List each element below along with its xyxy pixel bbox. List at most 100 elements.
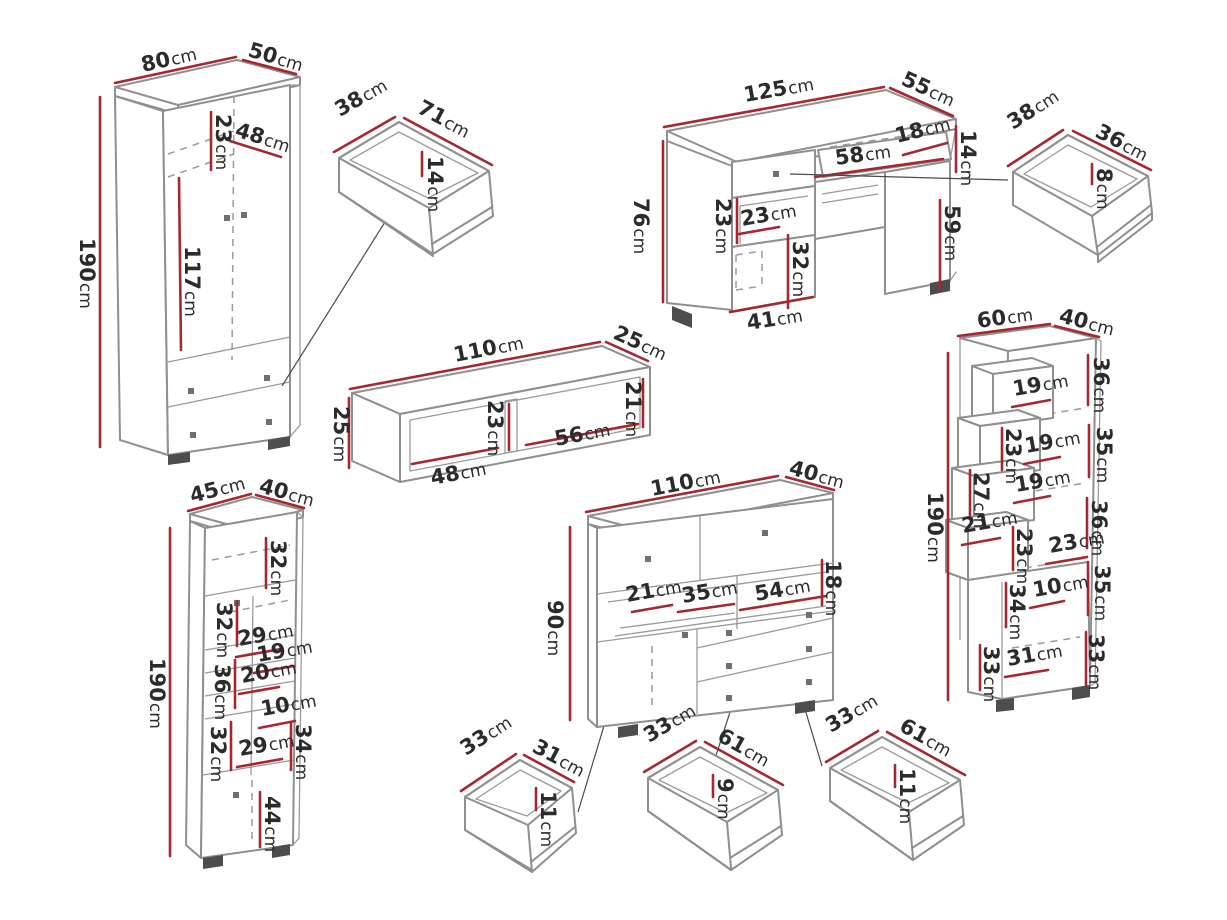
callout-line-wardrobe-drawer xyxy=(281,221,386,387)
shelf-opening xyxy=(409,376,641,472)
drawer-wide-shallow-drawing: 33cm 61cm 9cm xyxy=(639,701,785,871)
dim-label-bookcase-i8: 34cm xyxy=(1005,584,1029,640)
dim-label-drawerB-height: 9cm xyxy=(713,778,737,820)
dim-line-ddrawer-width xyxy=(1071,129,1153,172)
drawer-body xyxy=(338,121,494,255)
dresser-handle xyxy=(726,630,732,636)
cabinet-foot xyxy=(272,844,290,858)
dim-label-cabinet-i2: 29cm xyxy=(236,618,295,651)
dim-label-bookcase-i9: 10cm xyxy=(1031,569,1090,602)
wardrobe-foot xyxy=(168,452,190,465)
dim-line-cabinet-width xyxy=(186,492,253,513)
desk-niche xyxy=(817,131,952,178)
wardrobe-drawer-handle xyxy=(188,388,194,394)
wardrobe-drawer-rows xyxy=(167,336,291,408)
dim-line-bookcase-i4 xyxy=(1012,494,1052,505)
wardrobe-interior-shelf xyxy=(167,130,235,178)
dresser-left-side xyxy=(587,523,598,728)
dim-label-wdrawer-height: 14cm xyxy=(423,156,447,212)
desk-foot xyxy=(672,306,692,328)
dim-label-shelf-rwidth: 56cm xyxy=(552,417,612,451)
dim-line-dresser-shelfw xyxy=(676,602,736,614)
dim-label-shelf-rheight: 21cm xyxy=(621,381,645,437)
desk-apron xyxy=(814,171,886,240)
dresser-handle xyxy=(806,612,812,618)
dresser-handle xyxy=(806,679,812,685)
dim-label-desk-doorh: 32cm xyxy=(788,241,812,297)
dim-line-cabinet-i4 xyxy=(237,685,281,696)
dim-line-drawerB-width xyxy=(703,740,785,787)
drawer-rim xyxy=(338,121,490,209)
desk-cubby-interior xyxy=(739,195,809,244)
dim-line-desk-base xyxy=(728,295,815,314)
shelf-left-end xyxy=(351,392,401,483)
dim-label-desk-leg: 59cm xyxy=(940,205,964,261)
cabinet-handle xyxy=(233,792,239,798)
drawer-front-slab xyxy=(464,824,576,873)
wardrobe-door-handle xyxy=(224,215,230,221)
dim-label-bookcase-r4: 33cm xyxy=(1084,634,1108,690)
dim-label-bookcase-r0: 36cm xyxy=(1089,357,1113,413)
dim-label-desk-nicheh: 14cm xyxy=(956,130,980,186)
dim-label-bookcase-i11: 31cm xyxy=(1005,638,1064,671)
wardrobe-drawer-handle xyxy=(190,432,196,438)
bookcase-foot xyxy=(996,698,1014,712)
dim-label-bookcase-i3: 27cm xyxy=(969,472,993,528)
dim-label-bookcase-i10: 33cm xyxy=(979,646,1003,702)
dim-line-cabinet-i2 xyxy=(234,647,283,659)
dim-label-shelf-divider: 23cm xyxy=(483,400,507,456)
dim-label-bookcase-i2: 19cm xyxy=(1023,425,1082,458)
dresser-handle xyxy=(762,530,768,536)
dim-label-desk-cubbyw: 23cm xyxy=(739,198,798,231)
dim-label-bookcase-i0: 19cm xyxy=(1011,368,1070,401)
dim-label-wardrobe-door: 117cm xyxy=(180,246,204,317)
cabinet-top-interior xyxy=(211,544,291,561)
dim-line-cabinet-i6 xyxy=(257,719,297,730)
dim-line-desk-depth xyxy=(888,86,955,118)
dresser-top-row xyxy=(596,515,834,595)
drawer-front-slab xyxy=(1091,204,1153,263)
cabinet-right-edge xyxy=(292,511,304,846)
dim-label-cabinet-i0: 32cm xyxy=(266,540,290,596)
dim-line-bookcase-width xyxy=(956,322,1052,338)
wardrobe-door-handle xyxy=(241,212,247,218)
wardrobe-foot xyxy=(268,436,290,450)
dim-line-cabinet-i9 xyxy=(235,757,284,769)
dim-line-desk-niched xyxy=(901,141,949,157)
dim-line-drawerC-depth xyxy=(824,729,880,764)
dim-line-dresser-nicheh xyxy=(630,603,674,614)
drawer-rim xyxy=(464,759,573,826)
bookcase-foot xyxy=(1072,685,1090,700)
dresser-niche-bottom xyxy=(596,610,834,643)
drawer-rim xyxy=(1012,134,1149,217)
dim-label-desk-nichew: 58cm xyxy=(833,138,892,170)
bookcase-bottom-dash xyxy=(1011,636,1081,649)
dim-line-cabinet-i3 xyxy=(252,664,296,675)
drawer-front-slab xyxy=(829,800,964,861)
dim-line-desk-width xyxy=(662,85,886,129)
desk-apron-slot xyxy=(821,184,879,204)
dim-label-bookcase-width: 60cm xyxy=(975,301,1034,333)
dim-label-cabinet-i10: 44cm xyxy=(260,796,284,852)
dim-line-drawerA-depth xyxy=(459,752,518,793)
dim-line-desk-nichew xyxy=(813,157,945,179)
dim-label-wardrobe-height: 190cm xyxy=(75,238,99,309)
dim-line-wardrobe-door xyxy=(177,176,183,352)
dim-label-cabinet-i6: 10cm xyxy=(259,688,318,721)
dim-line-shelf-lwidth xyxy=(410,446,500,466)
drawer-inner-rim xyxy=(349,131,479,199)
dim-label-desk-height: 76cm xyxy=(629,198,653,254)
wardrobe-right-edge xyxy=(289,84,301,438)
dim-line-bookcase-i7 xyxy=(1044,555,1089,566)
dim-label-dresser-drawerh: 18cm xyxy=(821,560,845,616)
dresser-door-handle xyxy=(682,632,688,638)
dim-line-wardrobe-interior xyxy=(228,139,283,159)
bookcase-right-side xyxy=(1089,337,1102,687)
dim-label-cabinet-i4: 20cm xyxy=(239,655,298,688)
dim-label-drawerA-depth: 33cm xyxy=(456,709,516,760)
dresser-drawing: 110cm 40cm 90cm 18cm 21cm 35cm 54cm xyxy=(543,456,846,813)
dim-line-bookcase-i9 xyxy=(1028,599,1066,610)
dim-label-dresser-shelfw: 35cm xyxy=(680,575,739,608)
